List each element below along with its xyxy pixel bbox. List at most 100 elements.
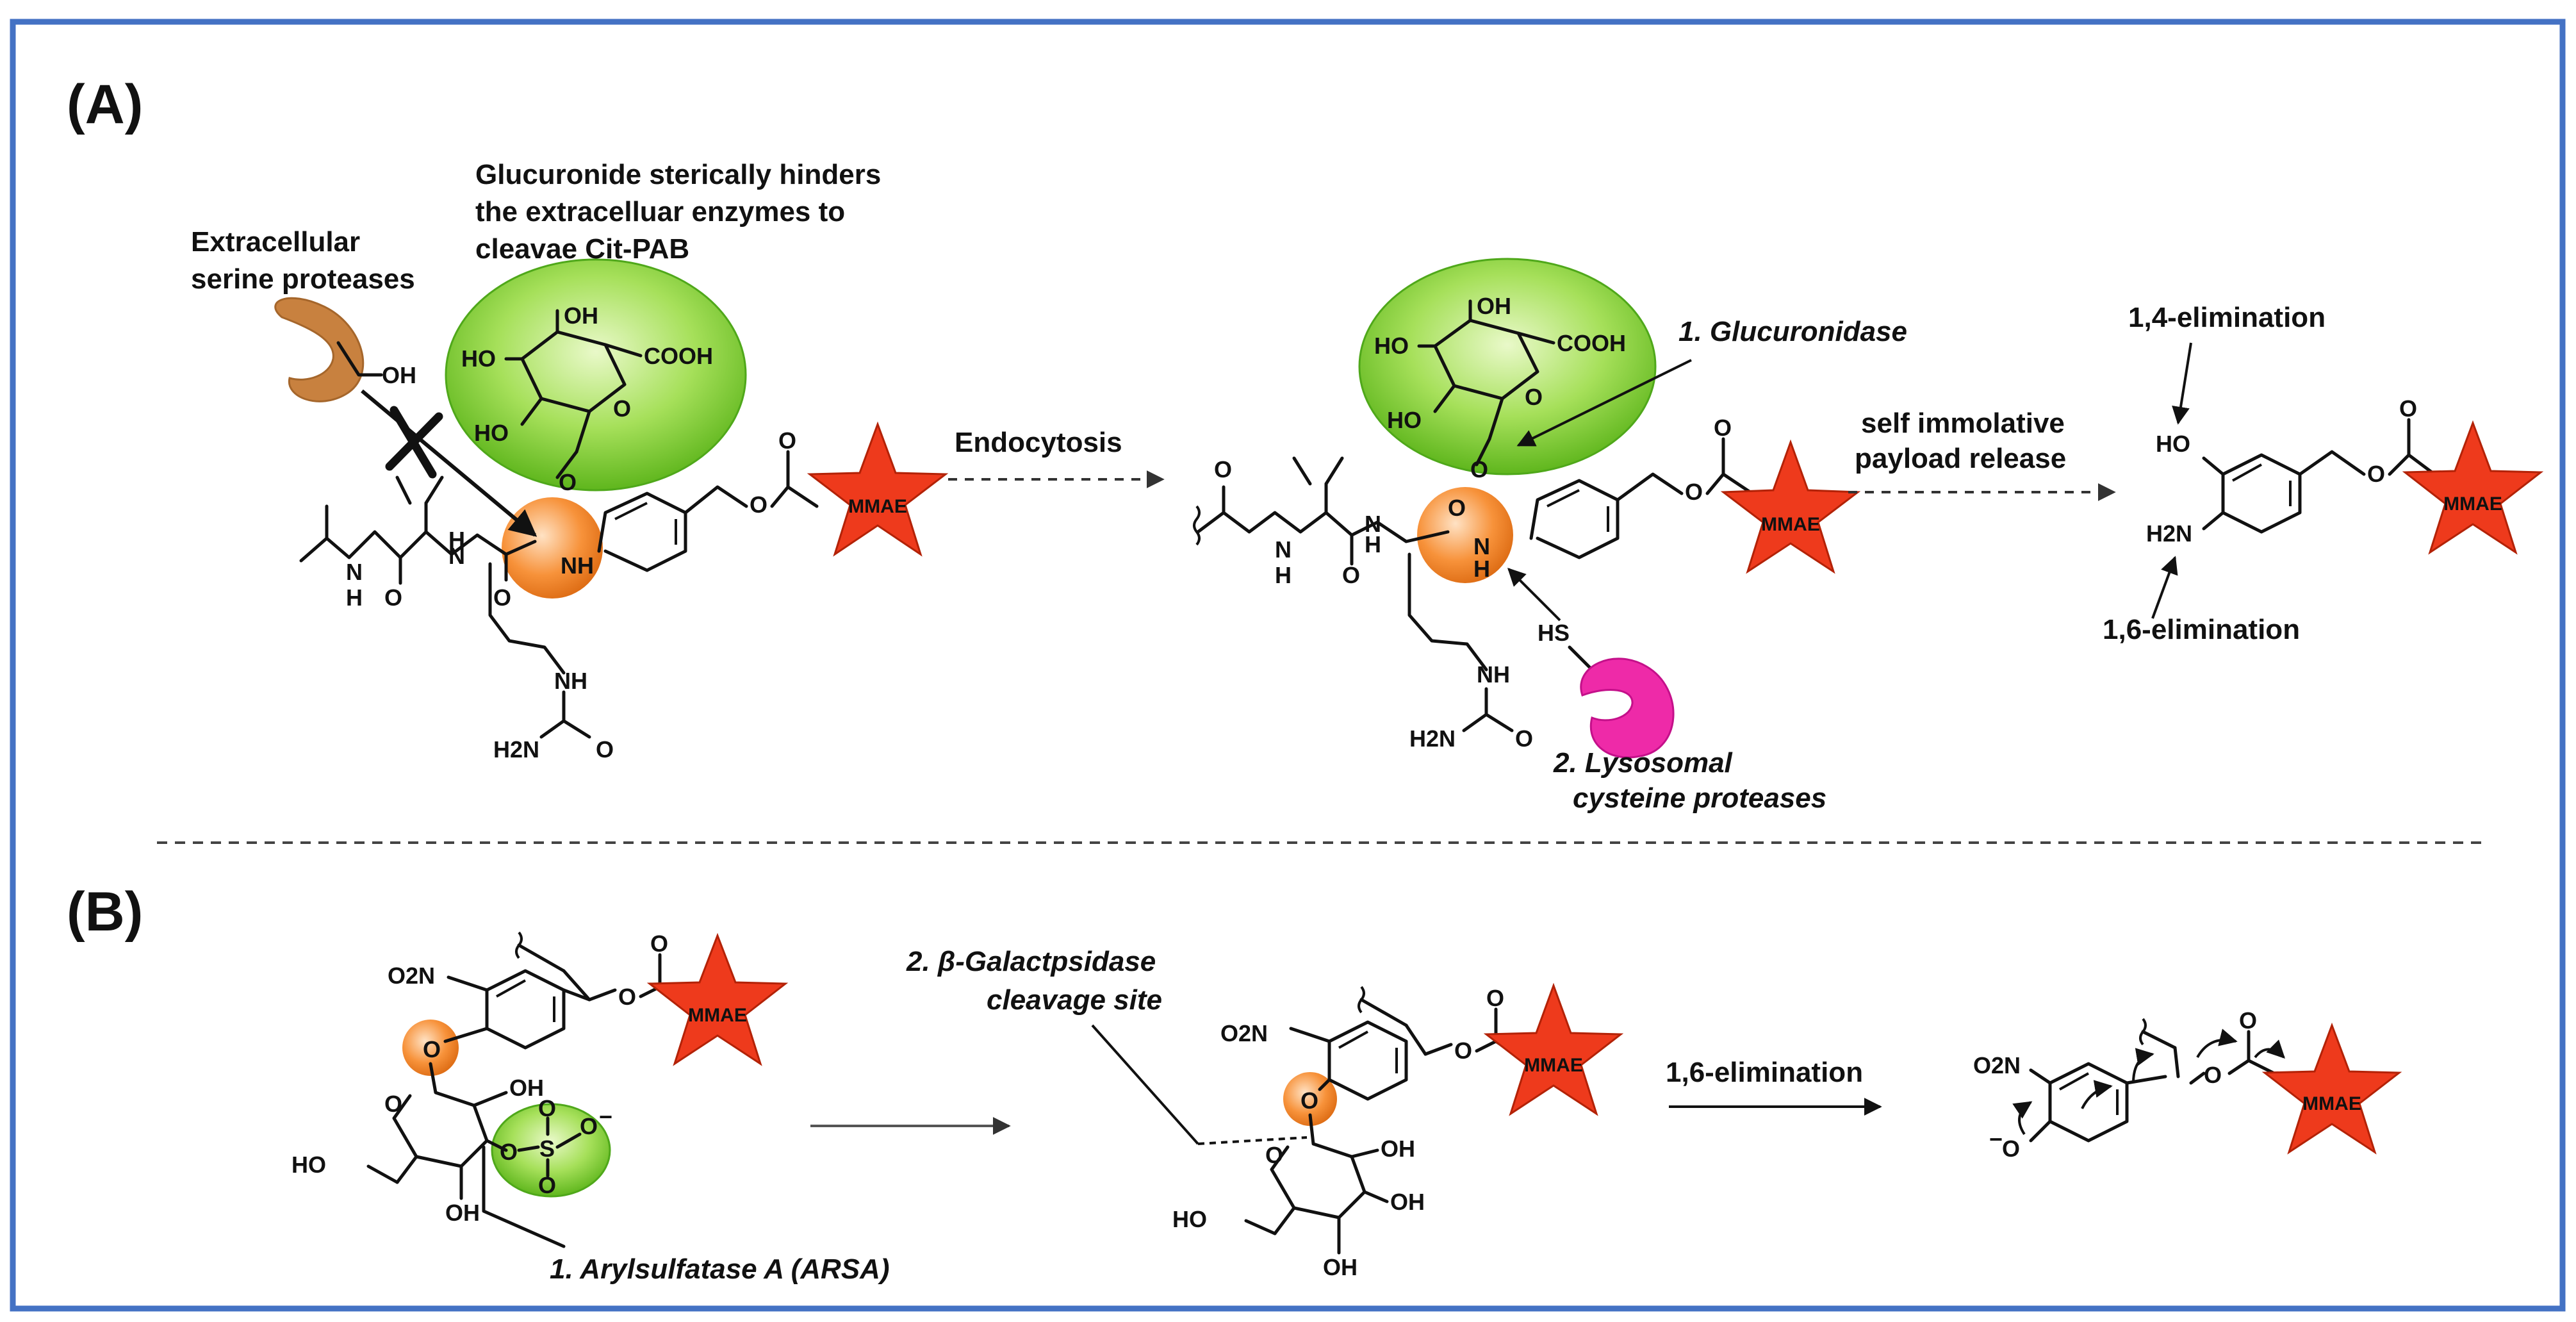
svg-text:H: H — [1473, 556, 1490, 582]
payload-label-b3: MMAE — [2302, 1093, 2361, 1114]
svg-text:O: O — [2204, 1062, 2222, 1088]
svg-text:O: O — [1486, 985, 1504, 1011]
svg-text:O: O — [580, 1113, 598, 1139]
svg-text:OH: OH — [1390, 1189, 1425, 1215]
payload-label-2: MMAE — [1761, 514, 1820, 535]
payload-label-b2: MMAE — [1524, 1055, 1583, 1076]
payload-star-b3 — [2261, 1022, 2402, 1155]
svg-text:O: O — [1342, 562, 1360, 588]
svg-text:H2N: H2N — [493, 736, 539, 763]
panel-label-b: (B) — [67, 881, 143, 943]
svg-text:O: O — [650, 930, 668, 957]
svg-text:COOH: COOH — [1557, 330, 1626, 356]
cysteine-thiol: HS — [1538, 620, 1570, 646]
svg-text:O: O — [2367, 461, 2385, 487]
step2-lysosomal-line2: cysteine proteases — [1573, 782, 1826, 814]
cleavage-site-2 — [1417, 487, 1513, 583]
b-elim16-label: 1,6-elimination — [1666, 1057, 1863, 1088]
svg-text:O: O — [750, 492, 767, 518]
svg-text:O: O — [1300, 1087, 1318, 1114]
svg-text:O: O — [2399, 395, 2417, 422]
svg-text:O: O — [1454, 1037, 1472, 1064]
svg-text:O: O — [1214, 456, 1232, 483]
aminophenol-product: HO H2N O O — [2146, 395, 2436, 547]
glucuronide-note-line3: cleavae Cit-PAB — [475, 233, 689, 265]
elim14-arrow — [2172, 342, 2192, 425]
step2-lysosomal-line1: 2. Lysosomal — [1553, 747, 1733, 779]
serine-protease-enzyme — [274, 297, 365, 402]
svg-text:O: O — [2239, 1007, 2257, 1034]
svg-text:O2N: O2N — [1220, 1020, 1268, 1046]
glucuronide-note-line1: Glucuronide sterically hinders — [475, 159, 881, 190]
glucuronidase-arrow — [1516, 359, 1692, 447]
svg-text:N: N — [448, 543, 465, 569]
elim14-label: 1,4-elimination — [2128, 302, 2326, 333]
sulfated-galactoside-structure: O2N O O O OH O HO OH O S O O O − — [291, 930, 681, 1248]
svg-text:H: H — [1275, 562, 1292, 588]
svg-text:O: O — [618, 984, 636, 1010]
svg-text:O: O — [538, 1172, 556, 1198]
glucuronide-highlight-2 — [1358, 258, 1657, 475]
svg-text:O: O — [613, 395, 631, 422]
svg-text:OH: OH — [1477, 293, 1511, 319]
release-label-line2: payload release — [1855, 443, 2066, 474]
serine-oh: OH — [382, 362, 416, 388]
svg-text:O: O — [384, 584, 402, 611]
svg-text:O: O — [1685, 479, 1703, 505]
serine-side-chain — [336, 341, 383, 377]
galactosidase-pointer — [1091, 1024, 1199, 1145]
svg-text:O: O — [1448, 495, 1466, 521]
svg-text:HO: HO — [461, 345, 496, 372]
payload-label-3: MMAE — [2443, 493, 2502, 515]
svg-text:O2N: O2N — [388, 963, 435, 989]
payload-star-2 — [1720, 439, 1861, 574]
glucuronide-highlight-1 — [445, 258, 747, 492]
svg-text:HO: HO — [1387, 407, 1422, 433]
svg-text:O: O — [1470, 456, 1488, 483]
glucuronide-structure-2: OH HO HO COOH O O — [1374, 293, 1626, 483]
svg-text:O: O — [1714, 415, 1732, 441]
svg-text:HO: HO — [2156, 431, 2190, 457]
release-label-line1: self immolative — [1861, 408, 2065, 439]
svg-text:O: O — [1515, 725, 1533, 752]
svg-text:OH: OH — [1323, 1254, 1358, 1280]
blocked-attack-arrow — [361, 389, 537, 537]
serine-protease-label-line1: Extracellular — [191, 226, 360, 258]
cysteine-attack-arrow — [1507, 568, 1561, 622]
galactosidase-label-line2: cleavage site — [987, 984, 1162, 1016]
payload-label-1: MMAE — [848, 496, 907, 517]
svg-text:O: O — [493, 584, 511, 611]
val-cit-pab-structure-2: O N H N H O O N H NH H2N O O O — [1193, 415, 1754, 752]
svg-text:NH: NH — [561, 552, 594, 579]
svg-text:O2N: O2N — [1973, 1052, 2021, 1078]
svg-text:S: S — [539, 1136, 555, 1162]
svg-text:N: N — [1275, 536, 1292, 563]
figure-frame — [10, 19, 2566, 1312]
payload-star-1 — [807, 421, 949, 557]
svg-text:COOH: COOH — [644, 343, 713, 369]
glucuronide-structure-1: OH HO HO COOH O O — [461, 302, 713, 495]
svg-text:N: N — [1365, 511, 1381, 537]
svg-text:HO: HO — [291, 1152, 326, 1178]
step1-glucuronidase: 1. Glucuronidase — [1678, 316, 1907, 347]
svg-text:O: O — [2002, 1136, 2020, 1162]
svg-text:OH: OH — [509, 1075, 544, 1101]
svg-text:NH: NH — [1477, 661, 1510, 688]
payload-star-b2 — [1483, 982, 1624, 1116]
payload-label-b1: MMAE — [688, 1005, 747, 1026]
svg-text:O: O — [778, 427, 796, 454]
svg-text:H: H — [448, 527, 465, 553]
svg-text:O: O — [596, 736, 614, 763]
sulfate-highlight — [491, 1103, 611, 1198]
block-cross-2 — [385, 412, 443, 471]
serine-protease-label-line2: serine proteases — [191, 263, 415, 295]
svg-text:O: O — [1265, 1142, 1283, 1168]
svg-text:O: O — [1525, 384, 1543, 410]
svg-text:H: H — [346, 584, 363, 611]
svg-text:−: − — [599, 1103, 612, 1130]
svg-text:H: H — [1365, 531, 1381, 558]
svg-text:H2N: H2N — [2146, 520, 2192, 547]
svg-text:O: O — [538, 1095, 556, 1121]
